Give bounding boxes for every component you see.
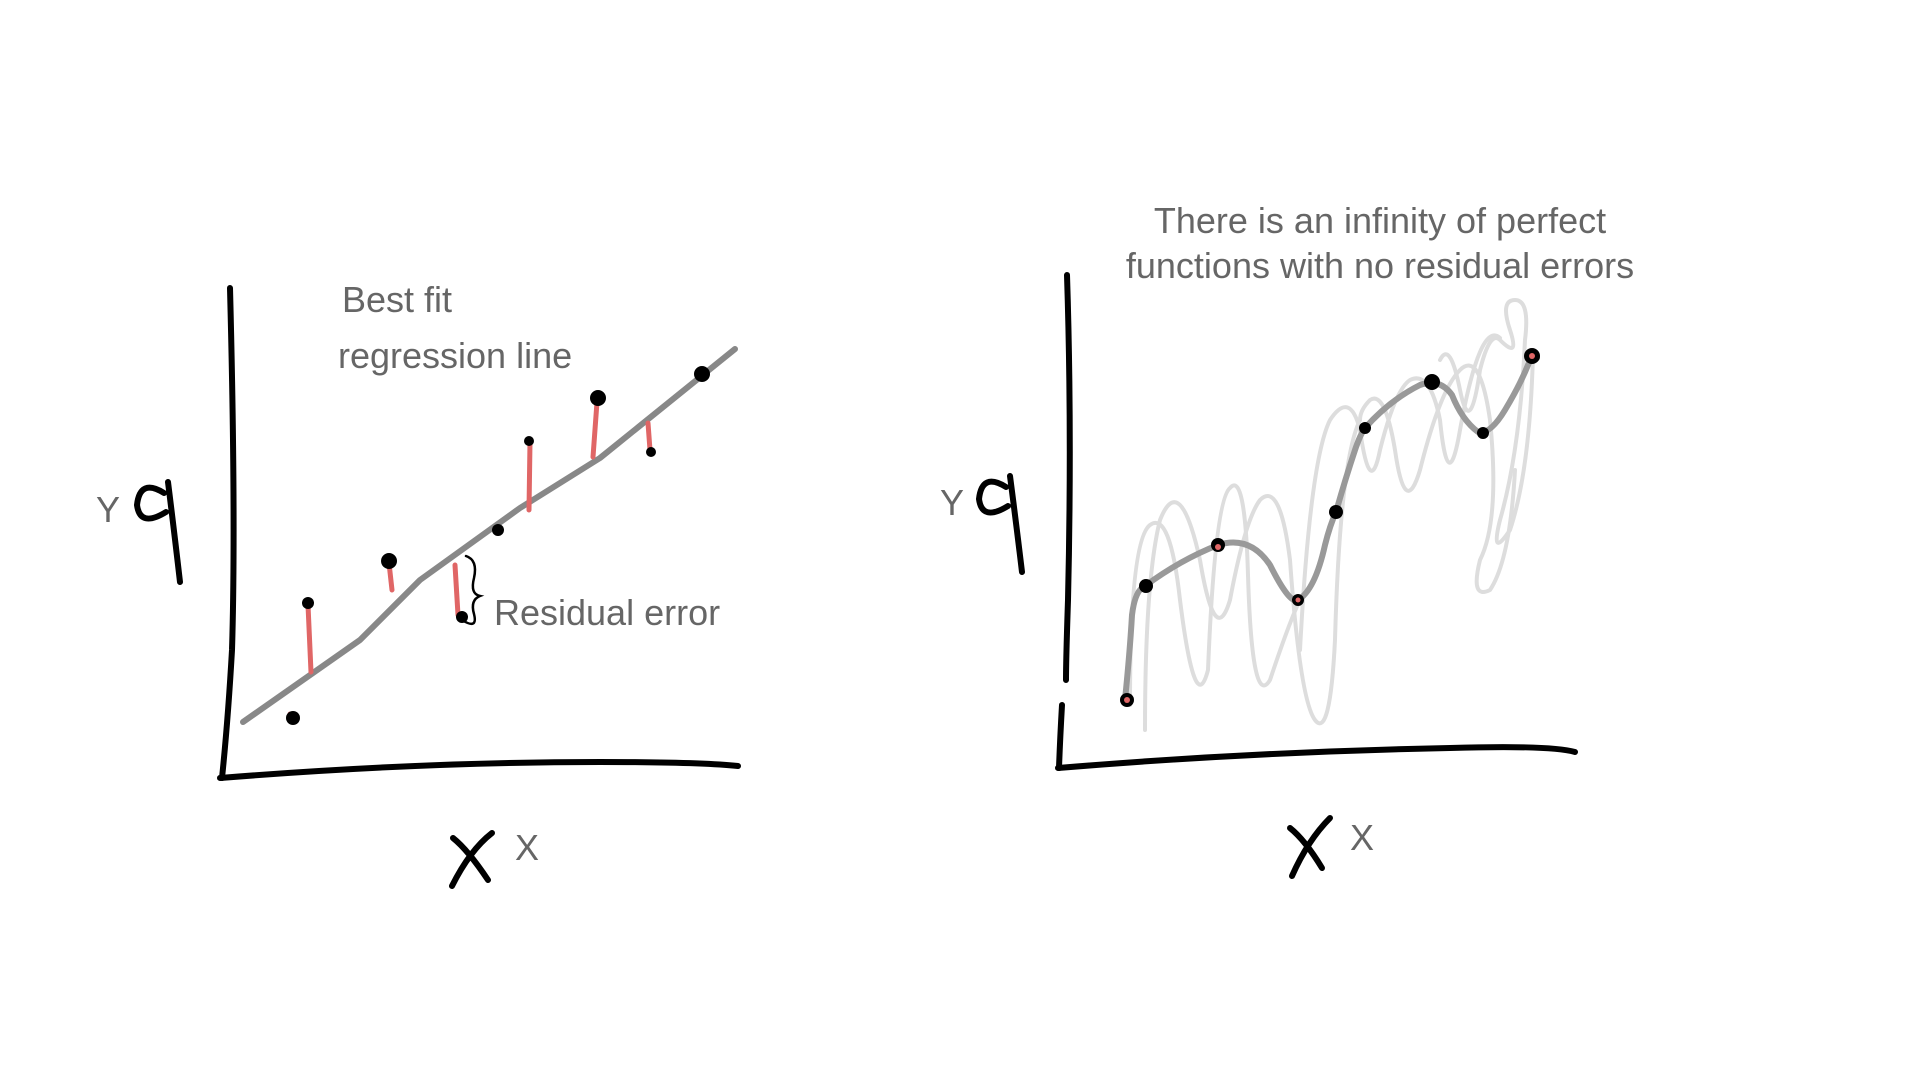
residual-segment [305,602,314,675]
best-fit-label-line2: regression line [338,335,572,376]
residual-brace [460,554,485,626]
right-data-points [1120,348,1540,707]
point-accent [1215,544,1221,550]
right-panel: There is an infinity of perfect function… [940,200,1634,879]
alternative-curve [1128,483,1302,707]
alternative-curve [1358,363,1517,594]
residual-segment [590,399,600,460]
right-point-accents [1124,353,1535,703]
data-point [492,524,504,536]
left-y-axis-letter [134,479,183,585]
best-fit-label-line1: Best fit [342,279,452,320]
right-caption-line2: functions with no residual errors [1126,245,1634,286]
point-accent [1295,597,1301,603]
residual-segment [645,420,653,453]
left-panel: Best fit regression line Residual error … [96,279,741,889]
right-y-axis-letter [976,473,1025,575]
alternative-curve [1438,298,1535,545]
right-x-axis [1055,744,1578,771]
data-point [646,447,656,457]
data-point [1139,579,1153,593]
data-point [1424,374,1440,390]
alternative-curve [1298,333,1502,652]
right-y-axis-base [1056,702,1065,771]
data-point [524,436,534,446]
left-residuals [287,399,653,721]
best-fit-regression-line [240,346,738,725]
residual-segment [526,439,533,513]
data-point [590,390,606,406]
residual-error-label: Residual error [494,592,720,633]
right-x-axis-letter [1287,815,1333,879]
left-data-points [286,366,710,725]
data-point [381,553,397,569]
alternative-curve [1143,418,1362,732]
point-accent [1529,353,1535,359]
data-point [286,711,300,725]
left-x-axis [217,759,741,781]
left-y-axis-label: Y [96,489,120,530]
data-point [1329,505,1343,519]
right-y-axis [1063,272,1073,683]
residual-segment [452,562,461,618]
data-point [302,597,314,609]
left-x-axis-letter [449,830,495,889]
data-point [1477,427,1489,439]
left-x-axis-label: X [515,827,539,868]
data-point [456,611,468,623]
data-point [694,366,710,382]
right-x-axis-label: X [1350,817,1374,858]
point-accent [1124,697,1130,703]
right-y-axis-label: Y [940,482,964,523]
data-point [1359,422,1371,434]
left-y-axis [219,285,237,781]
right-caption-line1: There is an infinity of perfect [1154,200,1606,241]
